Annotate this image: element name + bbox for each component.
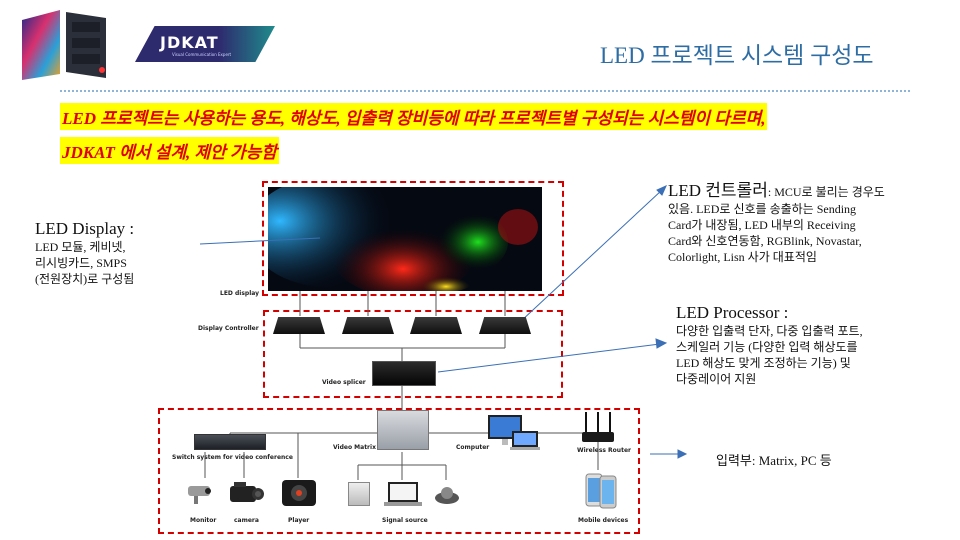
player-icon bbox=[291, 485, 307, 501]
callout-controller-line-2: Card가 내장됨, LED 내부의 Receiving bbox=[668, 218, 856, 232]
callout-led-display: LED Display : LED 모듈, 케비넷, 리시빙카드, SMPS (… bbox=[35, 219, 205, 287]
label-wireless-router: Wireless Router bbox=[577, 447, 631, 454]
callout-controller-line-4: Colorlight, Lisn 사가 대표적임 bbox=[668, 250, 817, 264]
display-controller-4 bbox=[479, 317, 531, 334]
callout-processor-line-1: 다양한 입출력 단자, 다중 입출력 포트, bbox=[676, 324, 863, 338]
divider bbox=[60, 90, 910, 92]
callout-display-line-3: (전원장치)로 구성됨 bbox=[35, 272, 135, 286]
label-camera: camera bbox=[234, 517, 259, 524]
signal-source-device bbox=[434, 484, 460, 506]
label-video-matrix: Video Matrix bbox=[333, 444, 376, 451]
display-section-box bbox=[262, 181, 564, 296]
monitor-camera-device bbox=[184, 480, 214, 506]
callout-processor-line-4: 다중레이어 지원 bbox=[676, 372, 757, 386]
led-panel-image bbox=[22, 10, 106, 80]
display-controller-1 bbox=[273, 317, 325, 334]
label-led-display: LED display bbox=[220, 290, 260, 297]
cctv-icon bbox=[188, 486, 211, 504]
callout-processor-heading: LED Processor : bbox=[676, 303, 789, 322]
callout-input: 입력부: Matrix, PC 등 bbox=[716, 453, 832, 468]
signal-source-mac bbox=[348, 482, 370, 506]
label-player: Player bbox=[288, 517, 310, 524]
computer-device bbox=[486, 413, 542, 453]
callout-led-controller: LED 컨트롤러: MCU로 불리는 경우도 있음. LED로 신호를 송출하는… bbox=[668, 176, 948, 265]
led-display-screen bbox=[248, 177, 542, 297]
label-signal-source: Signal source bbox=[382, 517, 428, 524]
callout-display-line-2: 리시빙카드, SMPS bbox=[35, 256, 127, 270]
intro-line-1: LED 프로젝트는 사용하는 용도, 해상도, 입출력 장비등에 따라 프로젝트… bbox=[60, 103, 768, 130]
callout-processor-line-3: LED 해상도 맞게 조정하는 기능) 및 bbox=[676, 356, 851, 370]
logo-subtext: Visual Communication Expert bbox=[172, 52, 232, 57]
page-title: LED 프로젝트 시스템 구성도 bbox=[600, 43, 874, 68]
switch-device bbox=[194, 434, 266, 450]
display-controller-2 bbox=[342, 317, 394, 334]
player-device bbox=[282, 480, 316, 506]
callout-led-processor: LED Processor : 다양한 입출력 단자, 다중 입출력 포트, 스… bbox=[676, 303, 946, 387]
label-monitor: Monitor bbox=[190, 517, 217, 524]
camera-icon bbox=[230, 482, 264, 502]
led-display-art bbox=[248, 177, 542, 297]
label-switch-system: Switch system for video conference bbox=[172, 454, 293, 461]
label-display-controller: Display Controller bbox=[198, 325, 259, 332]
callout-display-line-1: LED 모듈, 케비넷, bbox=[35, 240, 126, 254]
intro-line-2: JDKAT 에서 설계, 제안 가능함 bbox=[60, 137, 279, 164]
wireless-router-device bbox=[580, 410, 616, 446]
label-computer: Computer bbox=[456, 444, 490, 451]
signal-source-laptop bbox=[384, 480, 422, 508]
video-matrix-device bbox=[377, 410, 429, 450]
video-splicer-device bbox=[372, 361, 436, 386]
label-mobile-devices: Mobile devices bbox=[578, 517, 629, 524]
jdkat-logo bbox=[135, 26, 275, 62]
logo-text: JDKAT bbox=[160, 33, 219, 52]
laptop-icon bbox=[384, 482, 422, 506]
callout-controller-line-1: 있음. LED로 신호를 송출하는 Sending bbox=[668, 202, 857, 216]
callout-display-heading: LED Display : bbox=[35, 219, 135, 238]
label-video-splicer: Video splicer bbox=[322, 379, 366, 386]
mobile-devices bbox=[584, 472, 618, 510]
computer-icon bbox=[488, 415, 540, 450]
video-camera-device bbox=[226, 478, 266, 508]
callout-controller-heading: LED 컨트롤러 bbox=[668, 181, 768, 200]
input-section-box bbox=[158, 408, 640, 534]
projector-icon bbox=[435, 487, 459, 504]
callout-controller-line-3: Card와 신호연동함, RGBlink, Novastar, bbox=[668, 234, 862, 248]
callout-processor-line-2: 스케일러 기능 (다양한 입력 해상도를 bbox=[676, 340, 858, 354]
callout-controller-heading-suffix: : MCU로 불리는 경우도 bbox=[767, 185, 885, 199]
led-panel-photo bbox=[20, 8, 112, 80]
phone-icon bbox=[585, 473, 617, 509]
processor-section-box bbox=[263, 310, 563, 398]
display-controller-3 bbox=[410, 317, 462, 334]
router-icon bbox=[582, 412, 614, 442]
